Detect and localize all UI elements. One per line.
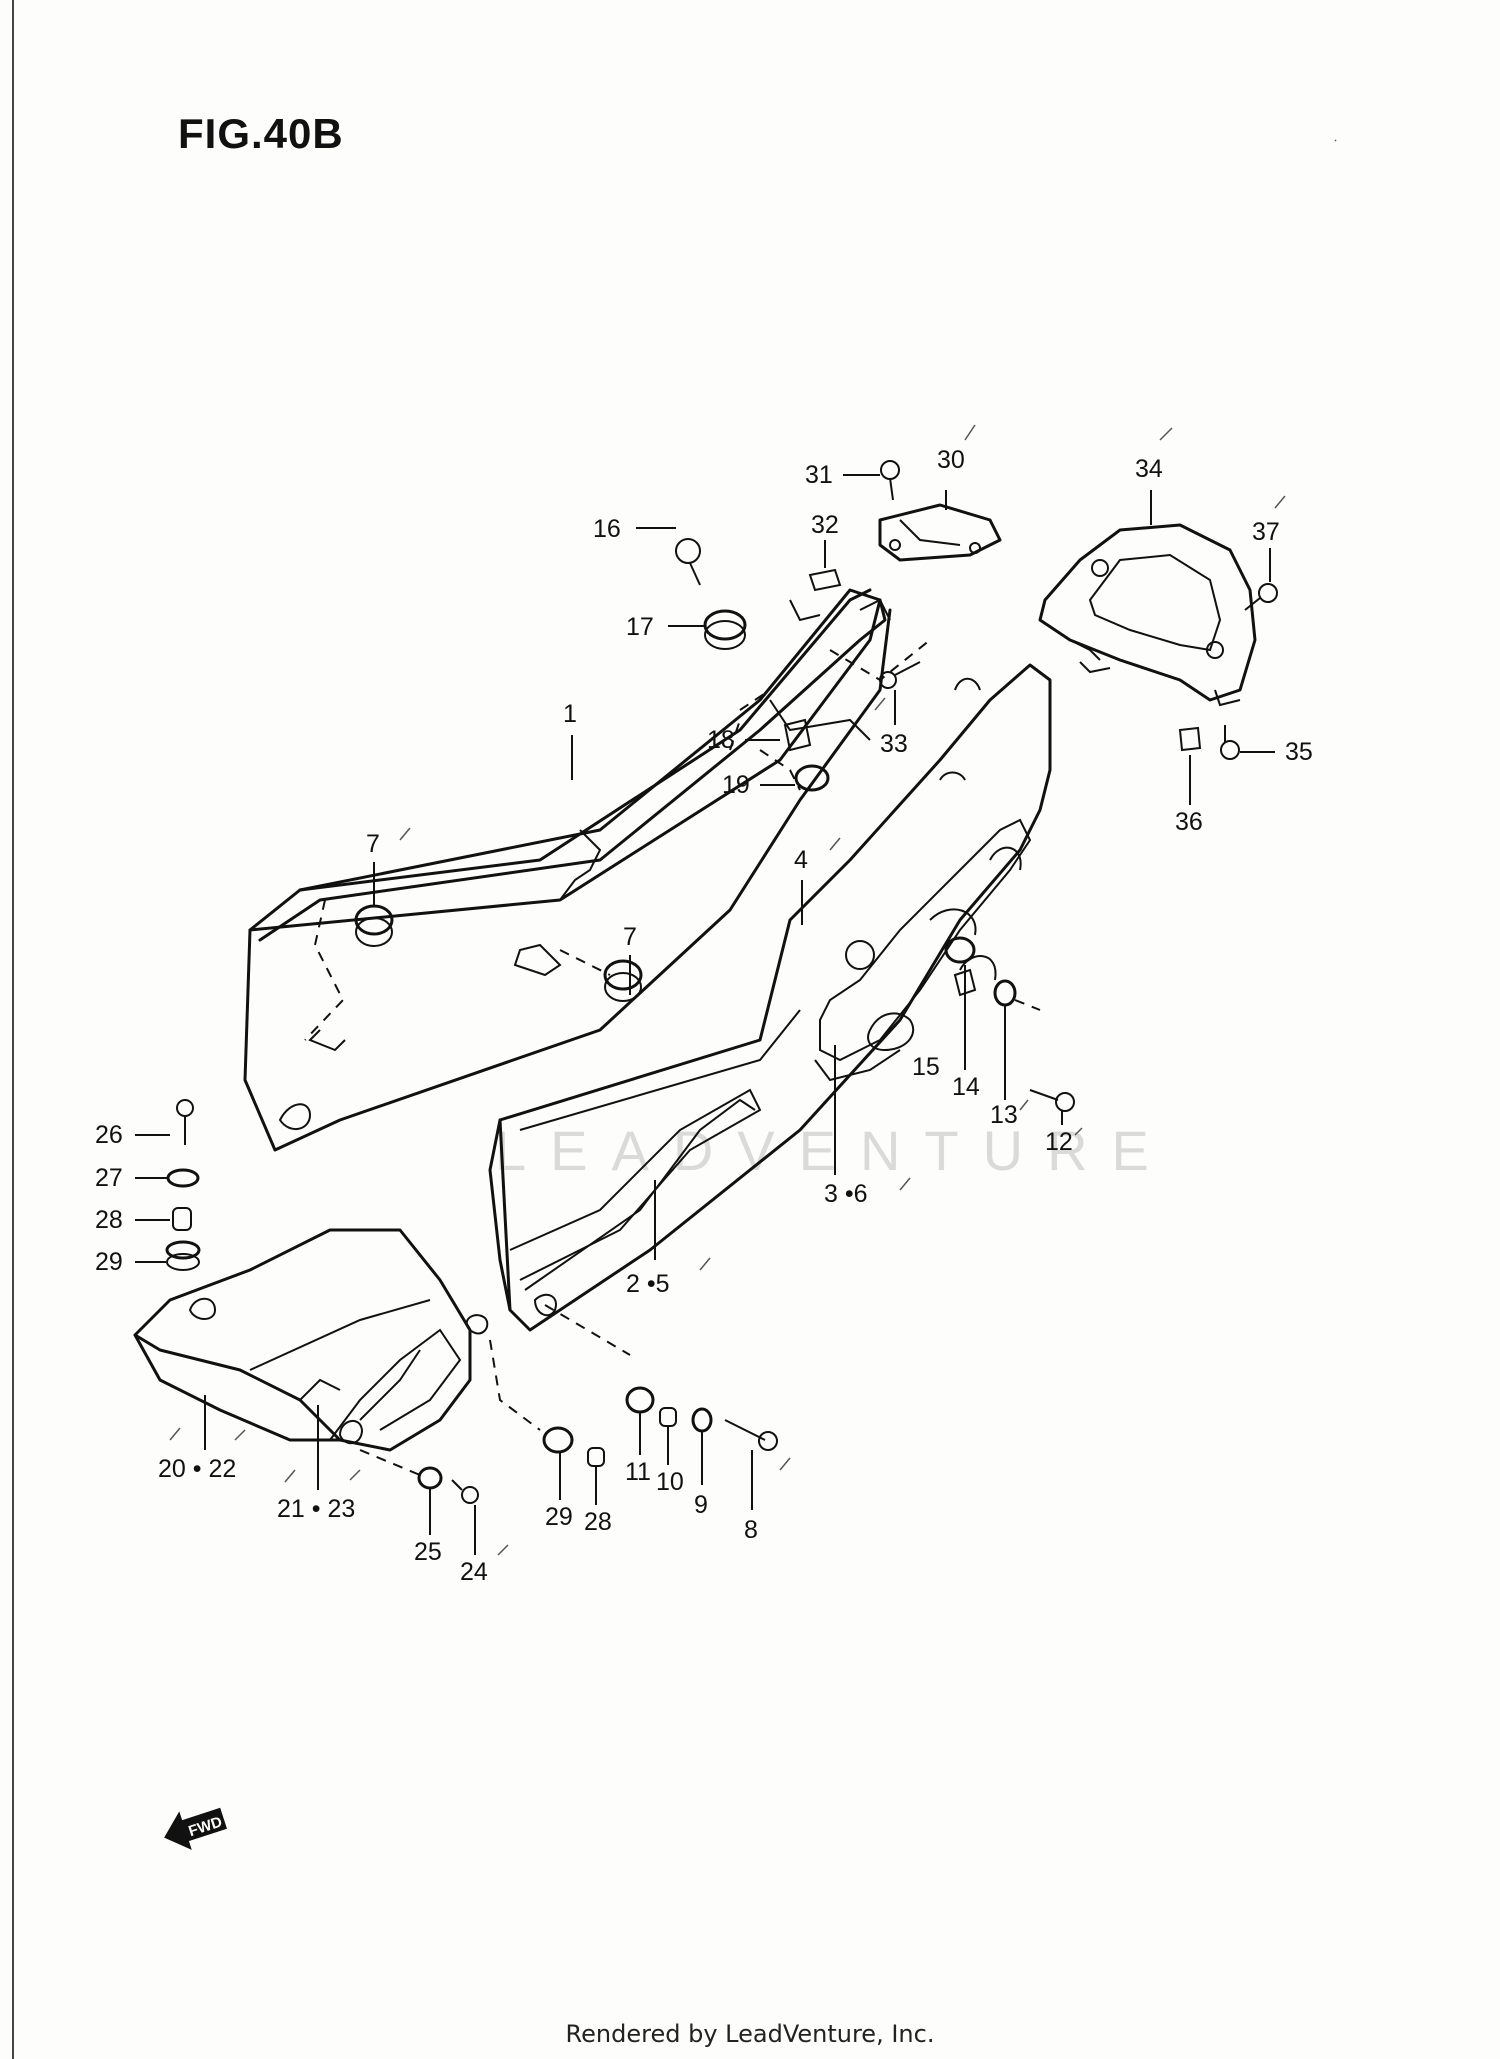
callout-33: 33: [880, 730, 908, 758]
callout-29a: 29: [95, 1248, 123, 1276]
forward-direction-arrow: FWD: [164, 1807, 227, 1850]
callout-11: 11: [625, 1458, 651, 1486]
callout-10: 10: [656, 1468, 684, 1496]
front-cover-part-20-22: [133, 1228, 489, 1452]
callout-28b: 28: [584, 1508, 612, 1536]
callout-3-6: 3 •6: [824, 1180, 868, 1208]
callout-37: 37: [1252, 518, 1280, 546]
callout-19: 19: [722, 771, 750, 799]
leader-lines: [135, 474, 1275, 1555]
callout-16: 16: [593, 515, 621, 543]
callout-35: 35: [1285, 738, 1313, 766]
callout-36: 36: [1175, 808, 1203, 836]
callout-17: 17: [626, 613, 654, 641]
callout-12: 12: [1045, 1128, 1073, 1156]
annotation-ticks: [169, 139, 1337, 1556]
watermark-text: LEADVENTURE: [495, 1119, 1173, 1182]
bracket-part-30: [878, 503, 1002, 562]
callout-29b: 29: [545, 1503, 573, 1531]
callout-20-22: 20 • 22: [158, 1455, 236, 1483]
callout-34: 34: [1135, 455, 1163, 483]
callout-4: 4: [794, 846, 808, 874]
callout-8: 8: [744, 1516, 758, 1544]
callout-13: 13: [990, 1101, 1018, 1129]
callout-31: 31: [805, 461, 833, 489]
callout-32: 32: [811, 511, 839, 539]
page-edge-line: [12, 0, 14, 2059]
callout-7a: 7: [366, 830, 380, 858]
callout-18: 18: [707, 726, 735, 754]
callout-26: 26: [95, 1121, 123, 1149]
figure-title: FIG.40B: [178, 110, 344, 157]
callout-7b: 7: [623, 923, 637, 951]
callout-9: 9: [694, 1491, 708, 1519]
frame-rail-part-1: [243, 588, 931, 1152]
side-cover-part-4: [488, 663, 1052, 1332]
callout-27: 27: [95, 1164, 123, 1192]
callout-14: 14: [952, 1073, 980, 1101]
callout-24: 24: [460, 1558, 488, 1586]
hardware-parts: [165, 460, 1278, 1504]
callout-25: 25: [414, 1538, 442, 1566]
callout-labels: 1 4 7 7 8 9 10 11 12 13 14 15 16 17 18 1…: [95, 446, 1313, 1586]
callout-30: 30: [937, 446, 965, 474]
callout-28a: 28: [95, 1206, 123, 1234]
callout-21-23: 21 • 23: [277, 1495, 355, 1523]
footer-credit: Rendered by LeadVenture, Inc.: [565, 2020, 935, 2048]
callout-1: 1: [563, 700, 577, 728]
grab-rail-part-34: [1038, 523, 1257, 707]
callout-2-5: 2 •5: [626, 1270, 670, 1298]
callout-15: 15: [912, 1053, 940, 1081]
